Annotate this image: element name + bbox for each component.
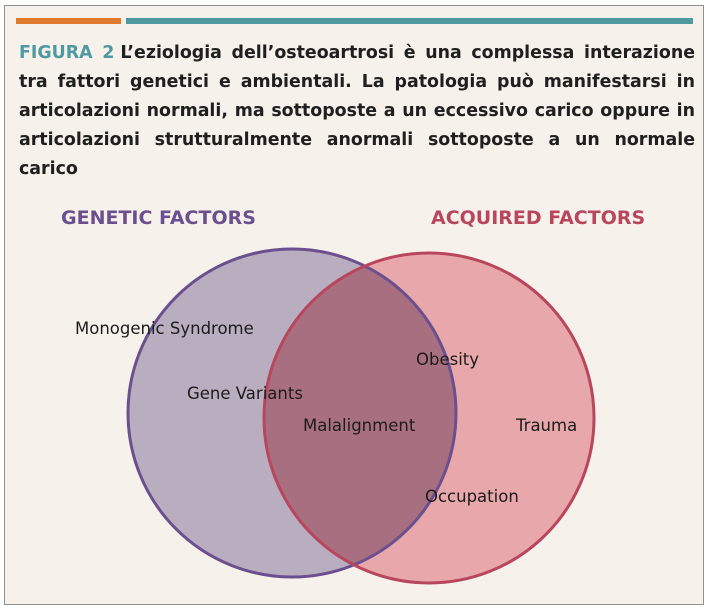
genetic-factors-title: GENETIC FACTORS <box>61 207 256 229</box>
overlap-region <box>264 253 456 577</box>
genetic-factors-outline <box>126 247 458 579</box>
item-occupation: Occupation <box>425 487 519 506</box>
accent-bar-teal <box>126 18 693 24</box>
acquired-factors-outline <box>262 251 596 585</box>
item-gene-variants: Gene Variants <box>187 384 303 403</box>
venn-diagram: GENETIC FACTORS ACQUIRED FACTORS Monogen… <box>61 207 645 585</box>
figure-label: FIGURA 2 <box>19 43 115 63</box>
item-malalignment: Malalignment <box>303 416 416 435</box>
accent-bar-orange <box>16 18 121 24</box>
caption-text: L’eziologia dell’osteoartrosi è una comp… <box>19 43 695 179</box>
item-monogenic-syndrome: Monogenic Syndrome <box>75 319 254 338</box>
item-trauma: Trauma <box>515 416 577 435</box>
item-obesity: Obesity <box>416 350 479 369</box>
acquired-factors-title: ACQUIRED FACTORS <box>431 207 645 229</box>
